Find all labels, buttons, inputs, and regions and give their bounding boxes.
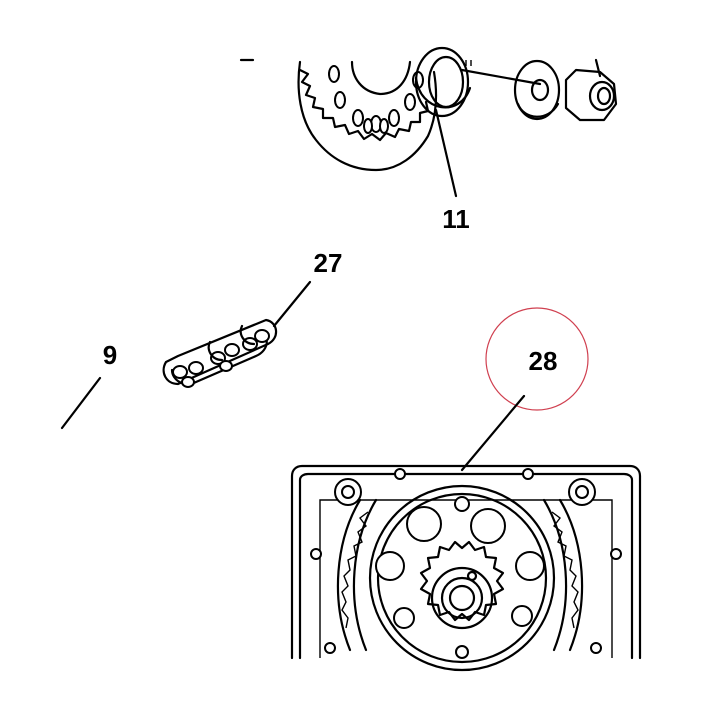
chain-segment bbox=[162, 318, 278, 388]
leader-line-27 bbox=[272, 280, 312, 328]
spacer-ring bbox=[414, 46, 472, 118]
callout-27: 27 bbox=[314, 248, 343, 278]
highlight-circle bbox=[485, 307, 589, 411]
washer bbox=[513, 59, 561, 121]
upper-sprocket bbox=[297, 60, 438, 172]
shaft-marks bbox=[465, 60, 472, 66]
housing-plate bbox=[290, 464, 642, 672]
callout-9: 9 bbox=[103, 340, 117, 370]
callout-11: 11 bbox=[442, 204, 470, 234]
shaft-line bbox=[460, 68, 542, 86]
callout-28: 28 bbox=[529, 346, 558, 376]
hex-nut bbox=[564, 58, 618, 122]
leader-line-9 bbox=[60, 376, 102, 430]
leader-line-11 bbox=[434, 108, 458, 198]
leader-line-28 bbox=[460, 394, 526, 472]
